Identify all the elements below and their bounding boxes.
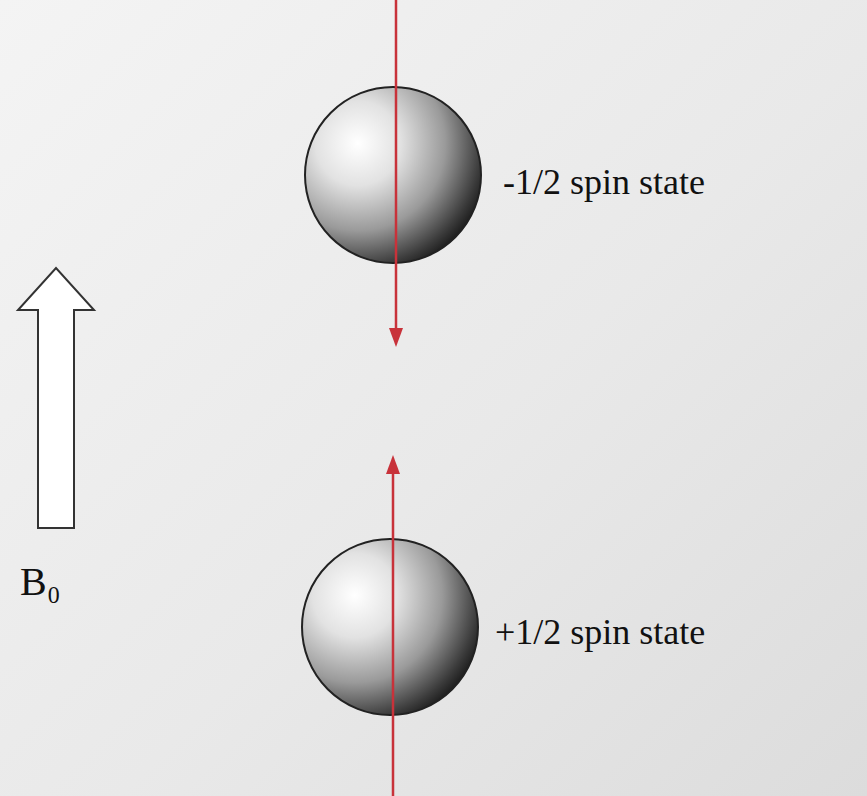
state-label: -1/2 spin state bbox=[503, 163, 705, 203]
spin-arrowhead bbox=[386, 455, 400, 474]
field-arrow bbox=[18, 268, 94, 528]
spin-vector bbox=[392, 468, 395, 796]
spin-arrowhead bbox=[389, 328, 403, 347]
spin-vector bbox=[395, 0, 398, 334]
nucleus-sphere bbox=[302, 539, 478, 715]
nucleus-sphere bbox=[305, 87, 481, 263]
state-label: +1/2 spin state bbox=[495, 613, 705, 653]
field-label: B₀ bbox=[20, 560, 61, 604]
